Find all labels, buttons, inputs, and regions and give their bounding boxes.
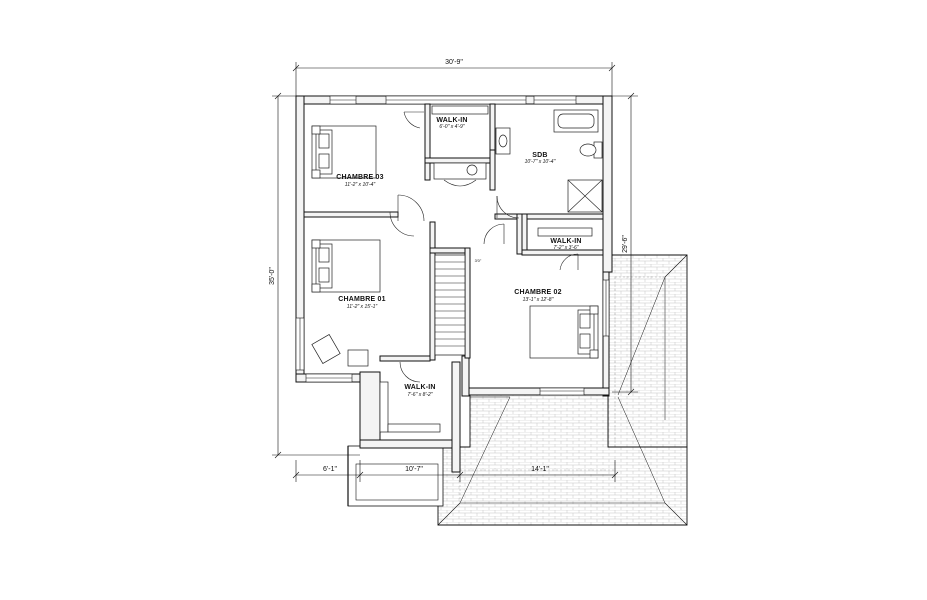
chambre-02-size: 13'-1" x 12'-8" — [523, 297, 554, 303]
roof-bottom-hip — [437, 391, 688, 526]
bottom-dim-3: 14'-1" — [531, 466, 549, 473]
sdb-size: 10'-7" x 10'-4" — [525, 159, 556, 165]
armchair-chambre-01 — [311, 333, 369, 367]
hall-table — [433, 162, 487, 187]
bottom-dim-2: 10'-7" — [405, 466, 423, 473]
walkin-bottom-name: WALK-IN — [404, 384, 435, 391]
bed-chambre-02 — [529, 305, 599, 359]
chambre-03-size: 11'-2" x 10'-4" — [345, 182, 376, 188]
toilet — [579, 141, 603, 159]
chambre-02-name: CHAMBRE 02 — [514, 289, 562, 296]
chambre-03-name: CHAMBRE 03 — [336, 174, 384, 181]
walkin-right-name: WALK-IN — [550, 238, 581, 245]
closet-rods — [379, 105, 593, 433]
bottom-dim-1: 6'-1" — [323, 466, 337, 473]
walkin-bottom-size: 7'-6" x 8'-2" — [407, 392, 432, 398]
roof-right-hip — [607, 254, 688, 470]
walkin-top-size: 6'-0" x 4'-9" — [439, 124, 464, 130]
walkin-right-size: 7'-2" x 3'-6" — [553, 245, 578, 251]
overall-width-label: 30'-9" — [445, 59, 463, 66]
chambre-01-name: CHAMBRE 01 — [338, 296, 386, 303]
doors — [389, 111, 579, 383]
stair-width-label: 3'0" — [475, 258, 482, 263]
overall-depth-label: 35'-0" — [269, 267, 276, 285]
walkin-top-name: WALK-IN — [436, 117, 467, 124]
interior-walls — [303, 103, 604, 362]
chambre-01-size: 11'-2" x 15'-1" — [347, 304, 378, 310]
bed-chambre-03 — [311, 125, 377, 179]
dimension-lines — [272, 62, 638, 482]
porch-roof — [347, 445, 444, 507]
right-depth-label: 29'-6" — [622, 235, 629, 253]
vanity — [495, 127, 511, 155]
windows — [295, 95, 610, 396]
shower — [567, 179, 603, 213]
bathtub — [553, 109, 599, 133]
sdb-name: SDB — [532, 152, 547, 159]
bed-chambre-01 — [311, 239, 381, 293]
staircase — [434, 254, 466, 356]
